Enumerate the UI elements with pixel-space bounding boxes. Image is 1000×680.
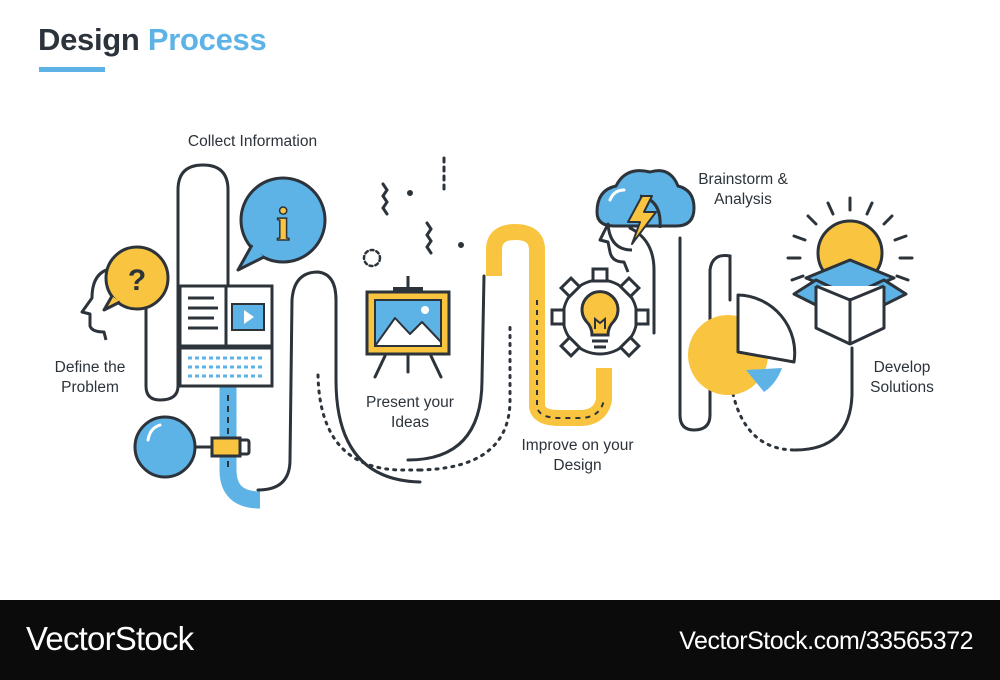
dot-2: [458, 242, 464, 248]
path-segment-to-improve: [406, 274, 486, 462]
title-word-process: Process: [147, 22, 267, 57]
dot-1: [407, 190, 413, 196]
watermark-banner: VectorStock VectorStock.com/33565372: [0, 600, 1000, 680]
easel-icon: [365, 276, 451, 379]
step-label-improve: Improve on your Design: [521, 437, 634, 474]
decorative-marks: [362, 156, 464, 268]
head-question-icon: ?: [80, 245, 170, 341]
keyboard-icon: [178, 346, 274, 388]
info-letter-glyph: i: [276, 198, 289, 251]
head-cloud-lightning-icon: [595, 169, 696, 273]
path-segment-collect-loop: [144, 163, 230, 402]
box-bulb-icon: [786, 196, 914, 346]
step-label-present: Present your Ideas: [366, 394, 454, 431]
step-label-define: Define the Problem: [54, 359, 126, 396]
step-label-brainstorm: Brainstorm & Analysis: [698, 171, 788, 208]
squiggle-2: [425, 221, 433, 255]
blue-path: [219, 386, 261, 509]
magnifier-icon: [133, 415, 251, 479]
image-id: VectorStock.com/33565372: [679, 627, 973, 655]
path-segment-to-brainstorm: [628, 226, 656, 335]
dotted-segment-left: [316, 373, 422, 472]
page-title: Design Process: [38, 22, 267, 58]
step-label-develop: Develop Solutions: [870, 359, 934, 396]
title-word-design: Design: [38, 22, 140, 57]
step-label-collect: Collect Information: [187, 133, 318, 150]
dotted-circle: [362, 248, 382, 268]
squiggle-1: [381, 182, 389, 216]
brand-name: VectorStock: [26, 620, 194, 657]
info-bubble-icon: i: [236, 176, 327, 272]
path-segment-to-develop: [793, 346, 854, 452]
process-path: [144, 163, 854, 492]
question-mark-glyph: ?: [128, 264, 146, 297]
gear-bulb-icon: [550, 267, 650, 359]
process-diagram: ? i: [80, 156, 914, 509]
yellow-path-dashes: [536, 300, 605, 419]
title-underline: [39, 67, 105, 72]
path-segment-present: [256, 270, 422, 492]
light-rays: [786, 196, 914, 282]
book-icon: [178, 284, 274, 348]
pie-chart-icon: [688, 293, 797, 395]
path-segment-analysis-loop: [678, 236, 732, 432]
